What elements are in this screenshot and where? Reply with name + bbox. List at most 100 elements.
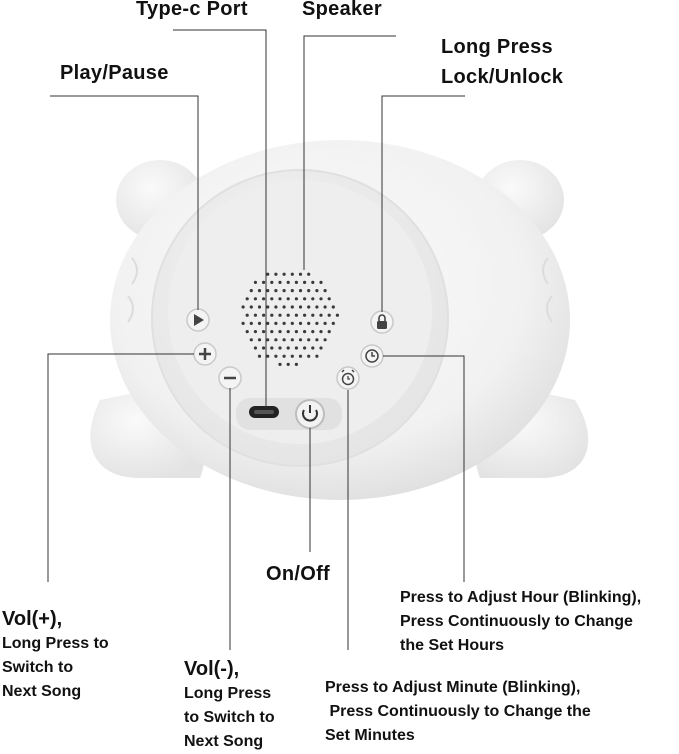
speaker-hole <box>253 330 257 334</box>
speaker-hole <box>327 313 331 317</box>
speaker-hole <box>307 289 311 293</box>
speaker-hole <box>307 321 311 325</box>
speaker-hole <box>307 305 311 309</box>
speaker-hole <box>282 321 286 325</box>
label-vol-plus-line2: Switch to <box>2 659 74 676</box>
speaker-hole <box>315 289 319 293</box>
label-hour-line3: the Set Hours <box>400 637 505 654</box>
speaker-hole <box>249 338 253 342</box>
speaker-hole <box>257 289 262 293</box>
speaker-hole <box>303 297 307 301</box>
speaker-hole <box>249 305 253 309</box>
speaker-hole <box>303 280 307 284</box>
speaker-hole <box>274 289 278 293</box>
speaker-hole <box>294 362 298 366</box>
speaker-hole <box>319 297 323 301</box>
speaker-hole <box>241 305 245 309</box>
speaker-hole <box>262 330 266 334</box>
speaker-hole <box>298 272 303 276</box>
label-hour-line1: Press to Adjust Hour (Blinking), <box>400 589 642 606</box>
speaker-hole <box>307 354 311 358</box>
speaker-hole <box>294 280 298 284</box>
speaker-hole <box>290 354 294 358</box>
speaker-hole <box>266 354 270 358</box>
lock-icon[interactable] <box>370 310 394 334</box>
speaker-hole <box>278 346 282 350</box>
label-vol-plus: Vol(+), Long Press to Switch to Next Son… <box>2 606 109 704</box>
speaker-hole <box>241 321 245 325</box>
speaker-hole <box>311 297 315 301</box>
speaker-hole <box>253 313 257 317</box>
clock-icon[interactable] <box>360 344 384 368</box>
speaker-hole <box>290 305 294 309</box>
label-hour-line2: Press Continuously to Change <box>400 613 633 630</box>
speaker-hole <box>262 346 266 350</box>
label-speaker: Speaker <box>302 0 382 20</box>
minus-icon[interactable] <box>218 366 242 390</box>
speaker-hole <box>290 289 294 293</box>
speaker-hole <box>323 321 327 325</box>
speaker-hole <box>278 297 282 301</box>
speaker-hole <box>290 338 294 342</box>
speaker-hole <box>286 297 290 301</box>
speaker-hole <box>266 338 270 342</box>
speaker-hole <box>323 289 327 293</box>
speaker-hole <box>294 330 298 334</box>
speaker-hole <box>298 305 303 309</box>
label-vol-minus-line3: Next Song <box>184 733 264 750</box>
speaker-hole <box>278 280 282 284</box>
speaker-hole <box>307 338 311 342</box>
speaker-hole <box>319 330 323 334</box>
speaker-hole <box>274 354 278 358</box>
speaker-hole <box>303 346 307 350</box>
speaker-hole <box>315 354 319 358</box>
speaker-hole <box>262 297 266 301</box>
speaker-hole <box>303 313 307 317</box>
speaker-hole <box>270 297 274 301</box>
label-vol-plus-line1: Long Press to <box>2 635 109 652</box>
alarm-icon[interactable] <box>336 366 360 390</box>
label-long-press-line1: Long Press <box>441 36 553 58</box>
play-icon[interactable] <box>186 308 210 332</box>
speaker-hole <box>270 330 274 334</box>
speaker-hole <box>274 338 278 342</box>
label-minute-line1: Press to Adjust Minute (Blinking), <box>325 679 581 696</box>
speaker-hole <box>249 321 253 325</box>
speaker-hole <box>282 338 286 342</box>
speaker-hole <box>274 321 278 325</box>
speaker-hole <box>270 313 274 317</box>
speaker-hole <box>257 354 262 358</box>
speaker-hole <box>286 362 290 366</box>
speaker-hole <box>266 289 270 293</box>
speaker-hole <box>262 280 266 284</box>
speaker-hole <box>315 305 319 309</box>
speaker-hole <box>282 305 286 309</box>
speaker-hole <box>286 280 290 284</box>
speaker-hole <box>290 321 294 325</box>
callout-lines <box>47 29 465 650</box>
speaker-grille <box>241 272 339 366</box>
label-adjust-minute: Press to Adjust Minute (Blinking), Press… <box>325 676 591 748</box>
speaker-hole <box>253 346 257 350</box>
speaker-hole <box>323 338 327 342</box>
label-play-pause: Play/Pause <box>60 62 169 84</box>
speaker-hole <box>270 280 274 284</box>
label-vol-minus: Vol(-), Long Press to Switch to Next Son… <box>184 656 275 754</box>
speaker-hole <box>278 362 282 366</box>
label-type-c-port: Type-c Port <box>136 0 248 20</box>
power-icon[interactable] <box>295 399 325 429</box>
speaker-hole <box>303 330 307 334</box>
speaker-hole <box>311 280 315 284</box>
plus-icon[interactable] <box>193 342 217 366</box>
label-vol-minus-title: Vol(-), <box>184 658 240 680</box>
label-long-press-lock: Long Press Lock/Unlock <box>441 32 563 92</box>
speaker-hole <box>282 272 286 276</box>
speaker-hole <box>298 321 303 325</box>
speaker-hole <box>290 272 294 276</box>
speaker-hole <box>315 321 319 325</box>
speaker-hole <box>253 297 257 301</box>
speaker-hole <box>323 305 327 309</box>
speaker-hole <box>274 305 278 309</box>
speaker-hole <box>311 313 315 317</box>
speaker-hole <box>278 330 282 334</box>
